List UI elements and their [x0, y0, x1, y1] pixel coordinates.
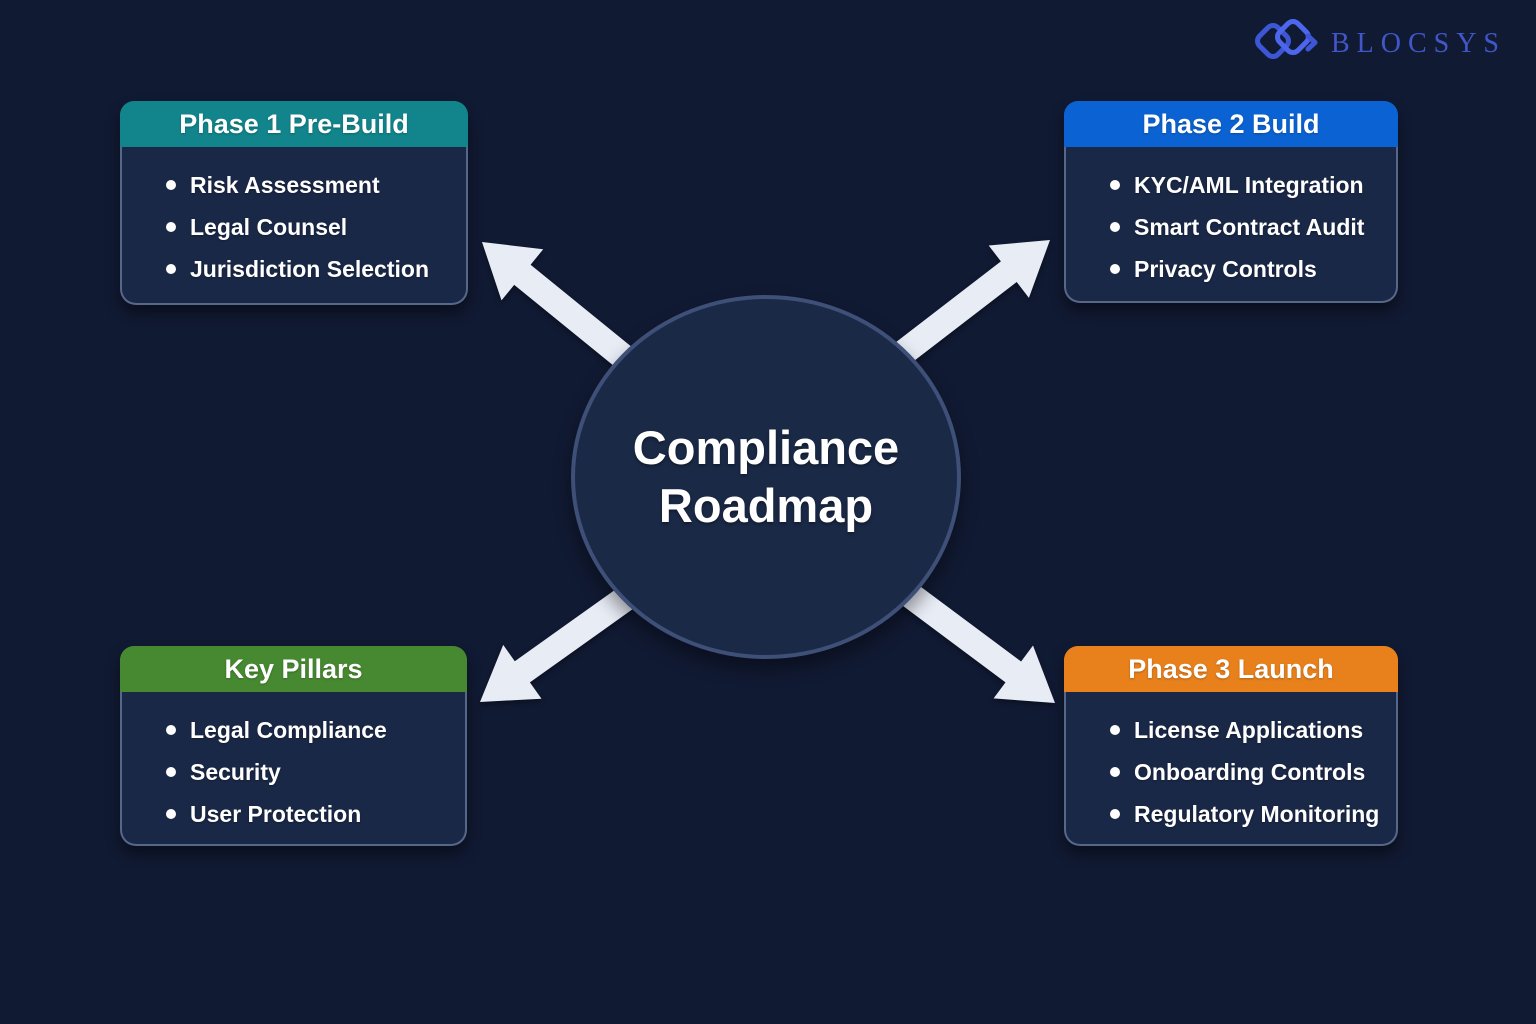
list-item: Legal Counsel	[166, 213, 456, 241]
phase-2-build-card: Phase 2 Build KYC/AML Integration Smart …	[1064, 101, 1398, 303]
list-item: User Protection	[166, 800, 455, 828]
card-item-list: KYC/AML Integration Smart Contract Audit…	[1066, 171, 1396, 283]
list-item: License Applications	[1110, 716, 1386, 744]
card-title: Phase 2 Build	[1064, 101, 1398, 147]
card-title: Phase 3 Launch	[1064, 646, 1398, 692]
card-title: Phase 1 Pre-Build	[120, 101, 468, 147]
list-item: Security	[166, 758, 455, 786]
phase-3-launch-card: Phase 3 Launch License Applications Onbo…	[1064, 646, 1398, 846]
blocsys-diamonds-icon	[1251, 16, 1323, 71]
list-item: Onboarding Controls	[1110, 758, 1386, 786]
card-item-list: Risk Assessment Legal Counsel Jurisdicti…	[122, 171, 466, 283]
diagram-title-line-2: Roadmap	[658, 479, 874, 532]
list-item: Smart Contract Audit	[1110, 213, 1386, 241]
card-item-list: Legal Compliance Security User Protectio…	[122, 716, 465, 828]
list-item: Risk Assessment	[166, 171, 456, 199]
key-pillars-card: Key Pillars Legal Compliance Security Us…	[120, 646, 467, 846]
blocsys-logo: BLOCSYS	[1251, 16, 1506, 71]
list-item: KYC/AML Integration	[1110, 171, 1386, 199]
list-item: Legal Compliance	[166, 716, 455, 744]
diagram-title-line-1: Compliance	[632, 421, 900, 474]
list-item: Regulatory Monitoring	[1110, 800, 1386, 828]
blocsys-logo-text: BLOCSYS	[1330, 27, 1506, 59]
card-item-list: License Applications Onboarding Controls…	[1066, 716, 1396, 828]
arrow-bottom-right-icon	[890, 575, 1055, 703]
list-item: Privacy Controls	[1110, 255, 1386, 283]
phase-1-pre-build-card: Phase 1 Pre-Build Risk Assessment Legal …	[120, 101, 468, 305]
list-item: Jurisdiction Selection	[166, 255, 456, 283]
center-circle: Compliance Roadmap	[571, 295, 961, 659]
card-title: Key Pillars	[120, 646, 467, 692]
arrow-top-right-icon	[886, 240, 1050, 371]
